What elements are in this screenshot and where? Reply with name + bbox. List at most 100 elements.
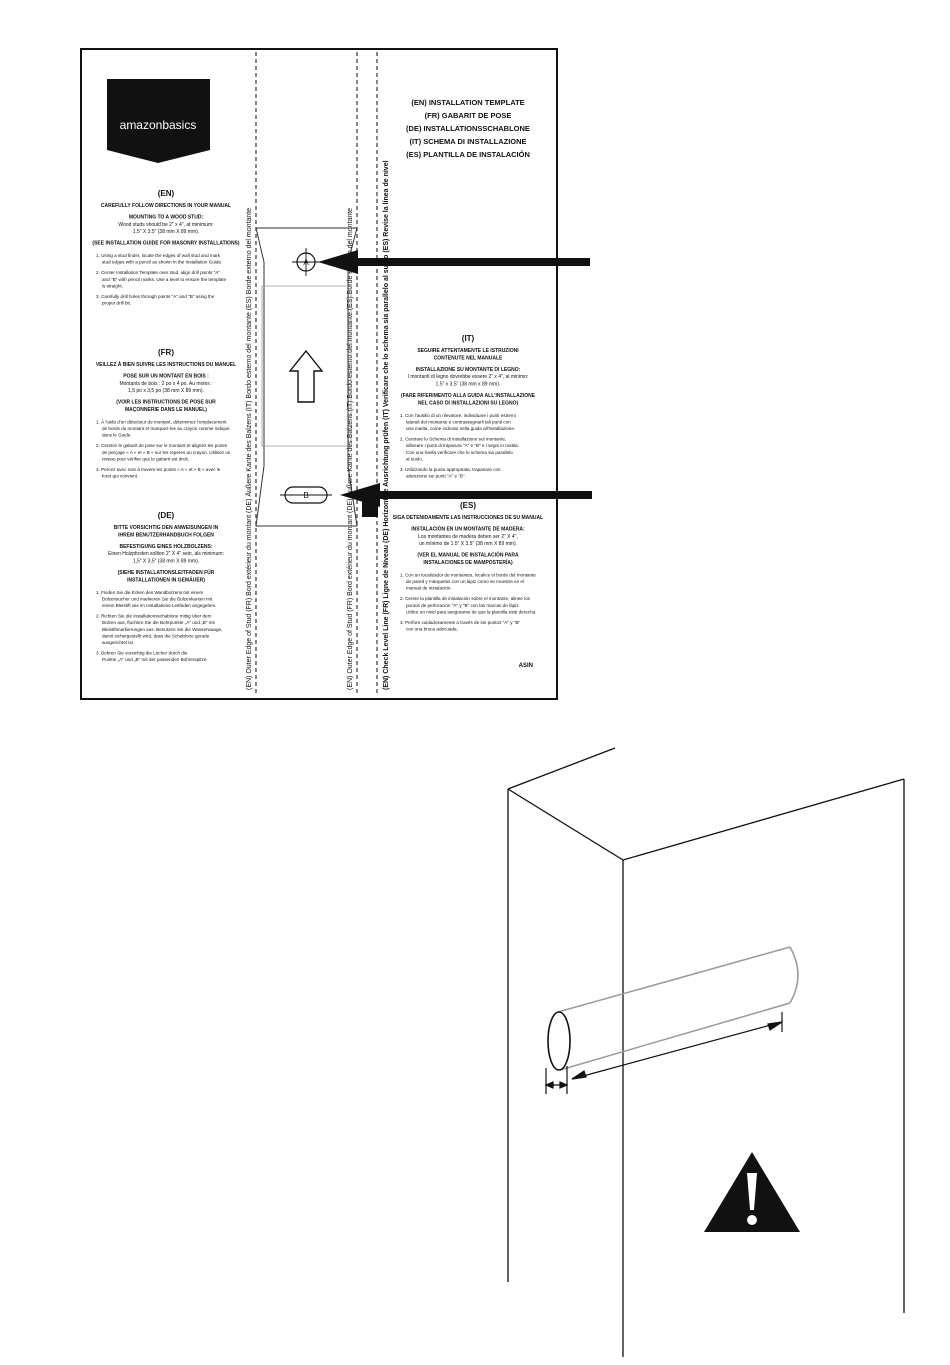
it-step-line: 3. Utilizzando la punta appropriata, tra… — [400, 467, 501, 472]
bracket-outline — [255, 227, 358, 527]
es-mount-line: un mínimo de 1.5" X 3.5" (38 mm X 89 mm)… — [419, 541, 517, 547]
section-it: (IT)SEGUIRE ATTENTAMENTE LE ISTRUZIONICO… — [400, 334, 536, 479]
warning-icon — [704, 1152, 800, 1232]
de-step-line: 3. Bohren Sie vorsichtig die Löcher durc… — [96, 651, 188, 656]
title-it: (IT) SCHEMA DI INSTALLAZIONE — [409, 137, 526, 146]
fr-heading: (FR) — [158, 348, 174, 357]
cylinder-opening — [547, 1011, 571, 1071]
es-step-line: Utilice un nivel para asegurarse de que … — [406, 609, 537, 614]
depth-dimension-line — [571, 1021, 783, 1080]
section-es: (ES) SIGA DETENIDAMENTE LAS INSTRUCCIONES… — [393, 501, 543, 632]
de-masonry-note: (SIEHE INSTALLATIONSLEITFADEN FÜR — [118, 569, 215, 576]
es-intro: SIGA DETENIDAMENTE LAS INSTRUCCIONES DE … — [393, 515, 543, 521]
level-line-label: (EN) Check Level Line (FR) Ligne de Nive… — [383, 160, 390, 690]
fr-mount-line: POSE SUR UN MONTANT EN BOIS : — [123, 373, 209, 379]
de-step-line: 1. Finden Sie die Ecken des Wandbolzens … — [96, 590, 204, 595]
wall-top-left-edge — [507, 747, 616, 790]
fr-mount-line: 1,5 po x 3,5 po (38 mm X 89 mm). — [128, 388, 204, 394]
wall-top-right-edge — [622, 778, 905, 861]
it-mount-line: INSTALLAZIONE SU MONTANTE DI LEGNO: — [416, 367, 521, 373]
stud-edge-lines — [255, 52, 378, 696]
section-de: (DE)BITTE VORSICHTIG DEN ANWEISUNGEN INI… — [96, 511, 224, 662]
arrow-to-a-head — [318, 250, 358, 274]
cylinder-far-end — [789, 946, 799, 1004]
it-masonry-note: (FARE RIFERIMENTO ALLA GUIDA ALL'INSTALL… — [401, 393, 536, 399]
asin-label: ASIN — [519, 663, 533, 669]
it-step-line: laterali del montante e contrassegnarli … — [406, 419, 511, 424]
drill-point-a: A — [292, 248, 320, 276]
fr-step-line: de perçage « A » et « B » sur les repère… — [102, 450, 231, 455]
fr-masonry-note: (VOIR LES INSTRUCTIONS DE POSE SUR — [116, 400, 216, 406]
de-intro: BITTE VORSICHTIG DEN ANWEISUNGEN IN — [114, 525, 219, 531]
de-step-line: Bolzen aus, fluchten Sie die Bohrpunkte … — [102, 620, 216, 625]
de-step-line: einem Bleistift wie im Installations-Lei… — [102, 603, 216, 608]
warning-exclamation-dot — [747, 1215, 757, 1225]
es-mount-line: INSTALACIÓN EN UN MONTANTE DE MADERA: — [411, 524, 525, 532]
es-step-line: con una broca adecuada. — [406, 627, 458, 632]
amazonbasics-logo: amazonbasics — [107, 79, 210, 163]
de-mount-line: 1,5" X 3,5" (38 mm X 89 mm). — [133, 559, 199, 565]
logo-banner — [107, 79, 210, 163]
it-step-line: Con una livella verificare che lo schema… — [406, 450, 513, 455]
es-masonry-note: INSTALACIONES DE MAMPOSTERÍA) — [423, 558, 513, 566]
de-step-line: Bleistiftmarkierungen aus. Benutzen Sie … — [102, 627, 222, 632]
fr-step-line: 3. Percez avec soin à travers les points… — [96, 467, 221, 472]
es-heading: (ES) — [460, 501, 476, 510]
en-step-line: 2. Center Installation Template over stu… — [96, 270, 220, 275]
fr-step-line: dans le Guide. — [102, 433, 132, 438]
de-step-line: Bolzensucher und markieren Sie die Bolze… — [102, 596, 213, 601]
wall-top-front-edge — [507, 788, 624, 861]
it-step-line: al suolo. — [406, 456, 423, 461]
drill-point-b: B — [280, 486, 332, 504]
logo-text: amazonbasics — [120, 118, 197, 132]
es-step-line: 1. Con un localizador de montantes, loca… — [400, 572, 536, 577]
it-step-line: una matita, come indicato nella guida al… — [406, 426, 515, 431]
fr-mount-line: Montants de bois : 2 po x 4 po. Au moins… — [119, 381, 212, 387]
template-titles: (EN) INSTALLATION TEMPLATE (FR) GABARIT … — [406, 98, 530, 159]
fr-step-line: 2. Centrez le gabarit de pose sur le mon… — [96, 443, 228, 448]
drill-point-a-label: A — [303, 258, 309, 267]
fr-step-line: foret qui convient. — [102, 474, 138, 479]
section-en: (EN)CAREFULLY FOLLOW DIRECTIONS IN YOUR … — [92, 189, 239, 306]
it-step-line: 1. Con l'ausilio di un rilevatore, indiv… — [400, 413, 516, 418]
en-masonry-note: (SEE INSTALLATION GUIDE FOR MASONRY INST… — [92, 241, 239, 247]
it-step-line: 2. Centrare lo Schema di installazione s… — [400, 437, 506, 442]
diameter-arrowhead-right — [559, 1081, 569, 1089]
arrow-to-b-tab — [362, 499, 378, 517]
es-step-line: puntos de perforación "A" y "B" con las … — [406, 603, 520, 608]
cylinder-top-line — [557, 946, 791, 1013]
en-step-line: proper drill bit. — [102, 301, 131, 306]
installation-template-sheet: amazonbasics (EN) Outer Edge of Stud (FR… — [80, 48, 558, 700]
es-mount-line: Los montantes de madera deben ser 2" X 4… — [418, 534, 518, 540]
depth-arrowhead-far — [767, 1021, 783, 1031]
de-masonry-note: INSTALLATIONEN IN GEMÄUER) — [127, 576, 205, 583]
section-fr: (FR) VEILLEZ À BIEN SUIVRE LES INSTRUCTIO… — [96, 348, 236, 479]
en-mount-line: MOUNTING TO A WOOD STUD: — [129, 214, 204, 220]
es-step-line: 3. Perfore cuidadosamente a través de lo… — [400, 620, 521, 625]
right-stud-edge-label: (EN) Outer Edge of Stud (FR) Bord extéri… — [346, 208, 354, 690]
es-step-line: manual de instalación. — [406, 586, 452, 591]
de-mount-line: Einen Holzpfosten sollten 2" X 4" sein, … — [108, 551, 224, 557]
it-step-line: attenzione sui punti "A" e "B". — [406, 474, 466, 479]
it-mount-line: I montanti di legno dovrebbe essere 2" x… — [408, 374, 529, 380]
bracket-inner-outline — [261, 285, 352, 447]
de-intro: IHREM BENUTZERHANDBUCH FOLGEN — [118, 532, 214, 538]
diameter-arrowhead-left — [544, 1081, 554, 1089]
title-fr: (FR) GABARIT DE POSE — [425, 111, 512, 120]
en-step-line: is straight. — [102, 283, 123, 288]
fr-masonry-note: MAÇONNERIE DANS LE MANUEL) — [125, 407, 207, 413]
left-stud-edge-label: (EN) Outer Edge of Stud (FR) Bord extéri… — [245, 208, 253, 690]
de-step-line: ausgerichtet ist. — [102, 640, 134, 645]
cylinder-bottom-line — [559, 1002, 791, 1071]
en-heading: (EN) — [158, 189, 175, 198]
it-mount-line: 1.5" x 3.5" (38 mm x 89 mm). — [436, 382, 501, 388]
de-step-line: damit sichergestellt wird, dass die Scha… — [102, 633, 210, 638]
en-mount-line: Wood studs should be 2" x 4", at minimum… — [118, 222, 213, 228]
es-step-line: 2. Centre la plantilla de instalación so… — [400, 596, 531, 601]
title-de: (DE) INSTALLATIONSSCHABLONE — [406, 124, 530, 133]
de-step-line: 2. Richten Sie die Installationsschablon… — [96, 614, 212, 619]
fr-intro: VEILLEZ À BIEN SUIVRE LES INSTRUCTIONS D… — [96, 361, 236, 368]
title-es: (ES) PLANTILLA DE INSTALACIÓN — [406, 150, 530, 159]
es-step-line: de pared y márquelos con un lápiz como s… — [406, 579, 524, 584]
